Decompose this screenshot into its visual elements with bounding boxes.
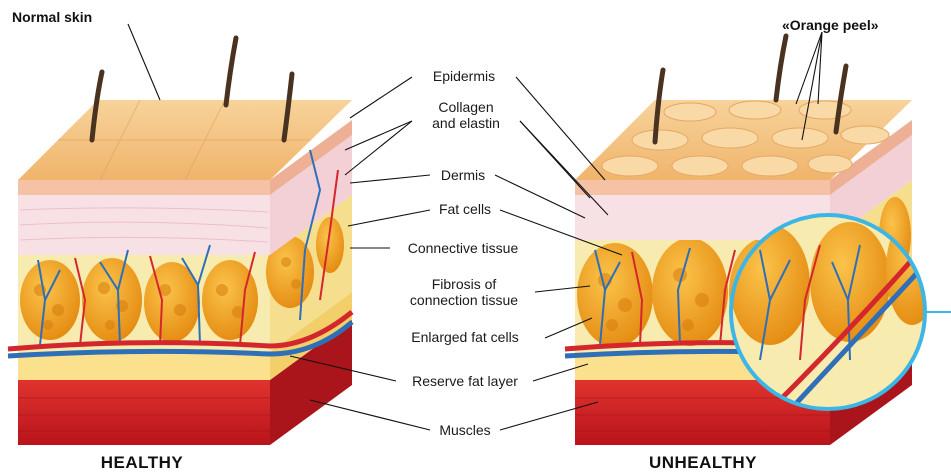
label-muscles: Muscles (439, 422, 490, 438)
healthy-dermis (18, 195, 270, 255)
label-fibrosis-line1: Fibrosis of (432, 276, 497, 292)
unhealthy-skin-block (565, 36, 951, 445)
healthy-skin-block (8, 38, 358, 475)
normal-skin-title: Normal skin (12, 9, 92, 25)
caption-unhealthy: UNHEALTHY (649, 453, 757, 472)
label-collagen-line1: Collagen (438, 99, 493, 115)
label-fibrosis-line2: connection tissue (410, 292, 518, 308)
label-epidermis: Epidermis (433, 68, 495, 84)
healthy-muscle-front (18, 380, 270, 445)
label-reserve-fat-layer: Reserve fat layer (412, 373, 518, 389)
label-enlarged-fat-cells: Enlarged fat cells (411, 329, 518, 345)
caption-healthy: HEALTHY (101, 453, 184, 472)
label-connective-tissue: Connective tissue (408, 240, 519, 256)
healthy-reserve-fat (18, 352, 270, 380)
label-fat-cells: Fat cells (439, 201, 491, 217)
label-collagen-line2: and elastin (432, 115, 500, 131)
label-dermis: Dermis (441, 167, 485, 183)
orange-peel-title: «Orange peel» (782, 17, 879, 33)
